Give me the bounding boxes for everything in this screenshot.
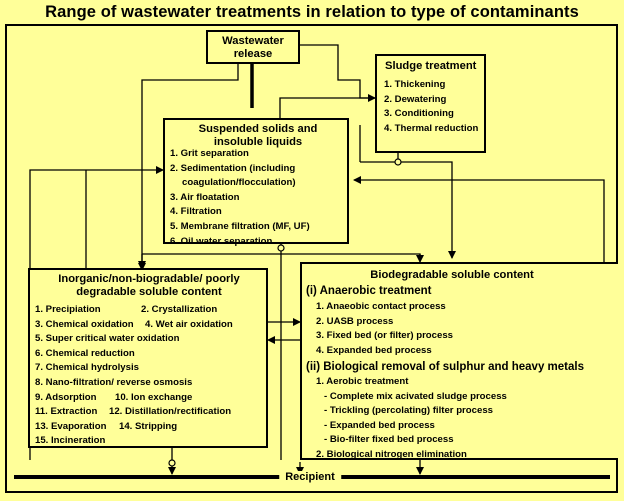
release-title: Wastewater release <box>222 35 284 60</box>
bio-item: 1. Anaeobic contact process <box>316 301 446 312</box>
suspended-title: Suspended solids and insoluble liquids <box>198 123 318 148</box>
inorganic-item: 6. Chemical reduction <box>35 347 135 359</box>
inorganic-row: 1. Precipiation 2. Crystallization <box>35 303 265 318</box>
inorganic-item: 9. Adsorption <box>35 391 97 403</box>
inorganic-item: 1. Precipiation <box>35 304 101 315</box>
sludge-item: 1. Thickening <box>384 79 446 90</box>
suspended-solids-box: Suspended solids and insoluble liquids 1… <box>163 118 349 247</box>
bio-item: 4. Expanded bed process <box>316 344 432 356</box>
inorganic-row: 9. Adsorption 10. Ion exchange <box>35 391 265 406</box>
sludge-item: 2. Dewatering <box>384 93 447 105</box>
inorganic-row: 11. Extraction 12. Distillation/rectific… <box>35 405 265 420</box>
sludge-item: 3. Conditioning <box>384 108 454 120</box>
inorganic-item: 14. Stripping <box>119 420 178 432</box>
bio-section-2: (ii) Biological removal of sulphur and h… <box>306 361 584 373</box>
bio-item: 3. Fixed bed (or filter) process <box>316 330 454 342</box>
inorganic-item: 15. Incineration <box>35 435 106 447</box>
sludge-list: 1. Thickening 2. Dewatering 3. Condition… <box>384 78 478 136</box>
biodegradable-box: Biodegradable soluble content (i) Anaero… <box>300 262 618 460</box>
diagram-title: Range of wastewater treatments in relati… <box>45 3 579 21</box>
inorganic-row: 13. Evaporation 14. Stripping <box>35 420 265 435</box>
inorganic-item: 12. Distillation/rectification <box>109 406 232 418</box>
bio-subitem: - Trickling (percolating) filter process <box>324 405 493 417</box>
suspended-item: 6. Oil water separation <box>170 235 273 247</box>
inorganic-title: Inorganic/non-biogradable/ poorly degrad… <box>58 273 240 298</box>
inorganic-list: 1. Precipiation 2. Crystallization 3. Ch… <box>35 303 265 449</box>
inorganic-item: 3. Chemical oxidation <box>35 318 134 330</box>
suspended-list: 1. Grit separation 2. Sedimentation (inc… <box>170 147 310 249</box>
bio-section-1: (i) Anaerobic treatment <box>306 285 432 297</box>
bio-subitem: - Expanded bed process <box>324 419 435 431</box>
inorganic-item: 5. Super critical water oxidation <box>35 333 180 345</box>
inorganic-row: 3. Chemical oxidation 4. Wet air oxidati… <box>35 318 265 333</box>
bio-item: 2. UASB process <box>316 315 394 327</box>
inorganic-item: 10. Ion exchange <box>115 391 193 403</box>
bio-subitem: - Complete mix acivated sludge process <box>324 390 507 402</box>
inorganic-item: 11. Extraction <box>35 406 98 418</box>
inorganic-row: 7. Chemical hydrolysis <box>35 361 265 376</box>
wastewater-release-box: Wastewater release <box>206 30 300 64</box>
suspended-item: 1. Grit separation <box>170 148 249 159</box>
inorganic-row: 15. Incineration <box>35 434 265 449</box>
inorganic-box: Inorganic/non-biogradable/ poorly degrad… <box>28 268 268 448</box>
outer-frame <box>5 24 618 493</box>
inorganic-item: 8. Nano-filtration/ reverse osmosis <box>35 376 193 388</box>
bio-list-2: 1. Aerobic treatment - Complete mix aciv… <box>316 375 507 463</box>
suspended-item: 3. Air floatation <box>170 191 240 203</box>
bio-title: Biodegradable soluble content <box>370 269 534 281</box>
inorganic-row: 5. Super critical water oxidation <box>35 332 265 347</box>
inorganic-row: 6. Chemical reduction <box>35 347 265 362</box>
suspended-item: 4. Filtration <box>170 206 222 218</box>
sludge-item: 4. Thermal reduction <box>384 122 479 134</box>
suspended-item: coagulation/flocculation) <box>182 177 296 189</box>
sludge-treatment-box: Sludge treatment 1. Thickening 2. Dewate… <box>375 54 486 153</box>
sludge-title: Sludge treatment <box>385 60 477 72</box>
bio-subitem: - Bio-filter fixed bed process <box>324 434 454 446</box>
inorganic-item: 2. Crystallization <box>141 304 218 315</box>
suspended-item: 2. Sedimentation (including <box>170 162 296 174</box>
inorganic-row: 8. Nano-filtration/ reverse osmosis <box>35 376 265 391</box>
bio-list-1: 1. Anaeobic contact process 2. UASB proc… <box>316 300 453 358</box>
inorganic-item: 4. Wet air oxidation <box>145 318 233 330</box>
suspended-item: 5. Membrane filtration (MF, UF) <box>170 220 310 232</box>
bio-item: 2. Biological nitrogen elimination <box>316 448 467 460</box>
inorganic-item: 7. Chemical hydrolysis <box>35 362 139 374</box>
inorganic-item: 13. Evaporation <box>35 420 107 432</box>
recipient-label: Recipient <box>279 471 341 483</box>
bio-item: 1. Aerobic treatment <box>316 376 409 387</box>
